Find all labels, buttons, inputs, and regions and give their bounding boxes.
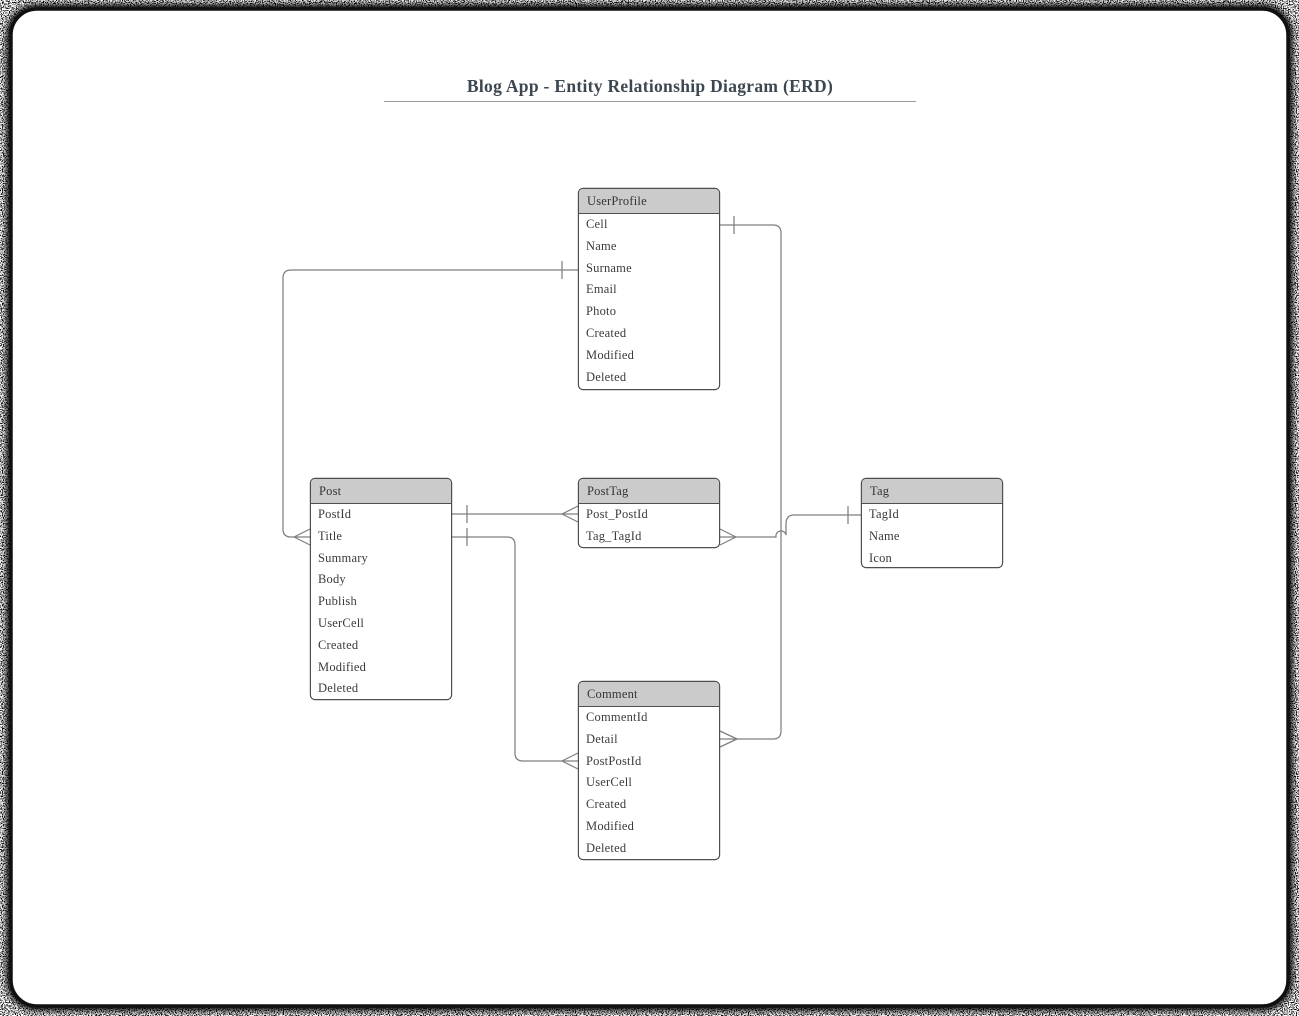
entity-field-tag_tagid: Tag_TagId: [586, 528, 642, 543]
relationship-line[interactable]: [282, 269, 578, 538]
entity-field-name: Name: [869, 528, 900, 543]
entity-field-deleted: Deleted: [318, 681, 359, 696]
entity-header-tag: Tag: [862, 479, 1002, 504]
entity-field-photo: Photo: [586, 304, 617, 319]
cardinality-many-crowfoot: [561, 760, 579, 770]
cardinality-many-crowfoot: [293, 536, 311, 546]
entity-field-postpostid: PostPostId: [586, 753, 642, 768]
entity-field-modified: Modified: [586, 347, 635, 362]
entity-field-title: Title: [318, 528, 343, 543]
entity-field-summary: Summary: [318, 550, 369, 565]
entity-field-deleted: Deleted: [586, 840, 627, 855]
entity-field-publish: Publish: [318, 594, 357, 609]
entity-field-email: Email: [586, 282, 617, 297]
entity-field-usercell: UserCell: [586, 775, 633, 790]
cardinality-many-crowfoot: [561, 513, 579, 523]
diagram-title: Blog App - Entity Relationship Diagram (…: [466, 76, 834, 96]
relationship-line[interactable]: [452, 536, 578, 762]
entity-field-modified: Modified: [318, 659, 367, 674]
entity-header-posttag: PostTag: [579, 479, 719, 504]
entity-field-icon: Icon: [869, 550, 893, 565]
entity-field-created: Created: [586, 797, 627, 812]
relationship-posttag-tag[interactable]: [719, 506, 861, 546]
relationship-line[interactable]: [720, 514, 861, 538]
entity-field-body: Body: [318, 572, 346, 587]
entity-header-post: Post: [311, 479, 451, 504]
cardinality-many-crowfoot: [719, 528, 737, 538]
entity-field-usercell: UserCell: [318, 615, 365, 630]
cardinality-many-crowfoot: [719, 738, 738, 748]
relationship-post-posttag[interactable]: [452, 505, 579, 523]
relationship-post-comment[interactable]: [452, 528, 579, 770]
title-block: Blog App - Entity Relationship Diagram (…: [384, 76, 916, 102]
entity-field-postid: PostId: [318, 507, 352, 521]
relationship-userprofile-comment[interactable]: [719, 216, 782, 748]
entity-header-userprofile: UserProfile: [579, 189, 719, 214]
entity-field-post_postid: Post_PostId: [586, 507, 648, 521]
entity-field-commentid: CommentId: [586, 710, 648, 724]
entity-field-surname: Surname: [586, 260, 632, 275]
cardinality-many-crowfoot: [719, 536, 737, 546]
entity-header-comment: Comment: [579, 682, 719, 707]
entity-field-name: Name: [586, 238, 617, 253]
entity-field-deleted: Deleted: [586, 369, 627, 384]
entity-field-cell: Cell: [586, 217, 608, 231]
cardinality-many-crowfoot: [561, 505, 579, 515]
relationship-line[interactable]: [720, 224, 782, 740]
cardinality-many-crowfoot: [293, 528, 311, 538]
cardinality-many-crowfoot: [719, 730, 738, 740]
cardinality-many-crowfoot: [561, 752, 579, 762]
entity-field-detail: Detail: [586, 731, 618, 746]
entity-field-tagid: TagId: [869, 507, 899, 521]
entity-field-created: Created: [318, 637, 359, 652]
entity-field-modified: Modified: [586, 818, 635, 833]
relationship-userprofile-post[interactable]: [282, 261, 578, 546]
entity-field-created: Created: [586, 325, 627, 340]
